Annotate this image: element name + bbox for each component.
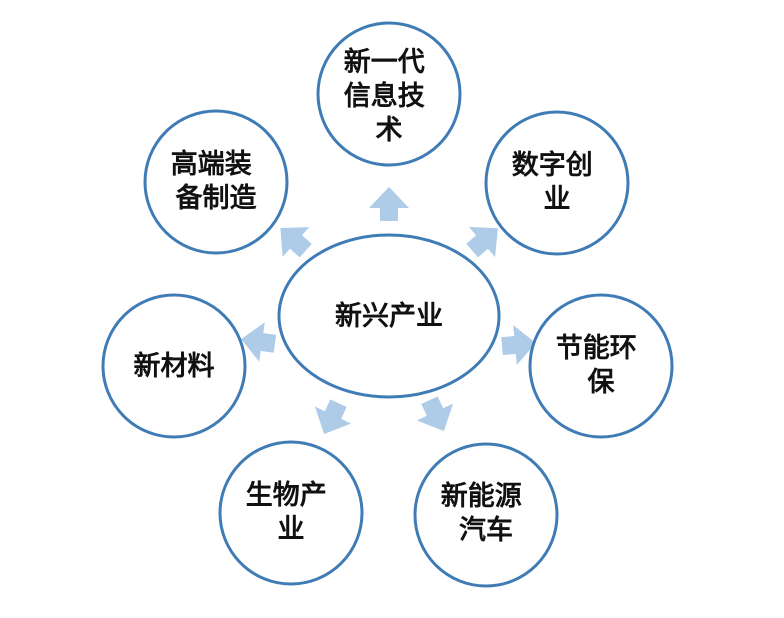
arrow-to-biotech xyxy=(314,399,352,435)
node-energy-saving-line-2: 保 xyxy=(587,367,616,398)
node-high-end-equipment: 高端装 备制造 xyxy=(143,109,289,255)
node-new-energy-vehicle: 新能源 汽车 xyxy=(413,442,559,588)
center-node: 新兴产业 xyxy=(277,233,501,399)
node-biotech: 生物产 业 xyxy=(218,440,364,586)
arrow-to-high-end-equipment xyxy=(280,227,312,258)
node-energy-saving-line-1: 节能环 xyxy=(556,332,637,364)
arrow-to-digital-creative xyxy=(466,226,498,258)
svg-text:生物产 业: 生物产 业 xyxy=(246,480,336,545)
node-biotech-line-1: 生物产 xyxy=(246,480,327,511)
svg-text:新兴产业: 新兴产业 xyxy=(335,300,443,332)
node-digital-creative-line-2: 业 xyxy=(544,184,571,215)
node-next-gen-it-line-1: 新一代 xyxy=(344,46,425,78)
node-digital-creative-line-1: 数字创 xyxy=(512,149,593,181)
center-node-label: 新兴产业 xyxy=(335,300,443,332)
arrow-to-new-materials xyxy=(241,322,277,362)
svg-text:高端装 备制造: 高端装 备制造 xyxy=(171,148,261,214)
arrow-to-energy-saving xyxy=(501,325,536,365)
arrow-to-next-gen-it xyxy=(369,187,409,221)
arrows xyxy=(241,187,536,435)
node-new-energy-vehicle-line-1: 新能源 xyxy=(441,480,522,512)
node-next-gen-it: 新一代 信息技 术 xyxy=(316,21,462,167)
node-new-materials: 新材料 xyxy=(101,293,247,439)
arrow-to-new-energy-vehicle xyxy=(416,396,454,432)
svg-text:新能源 汽车: 新能源 汽车 xyxy=(441,480,531,546)
svg-text:数字创 业: 数字创 业 xyxy=(512,149,602,215)
node-next-gen-it-line-2: 信息技 xyxy=(344,80,425,112)
node-biotech-line-2: 业 xyxy=(278,514,305,545)
svg-text:新材料: 新材料 xyxy=(134,350,215,382)
svg-text:新一代 信息技 术: 新一代 信息技 术 xyxy=(344,46,434,146)
node-new-energy-vehicle-line-2: 汽车 xyxy=(459,514,513,546)
node-next-gen-it-line-3: 术 xyxy=(376,115,403,146)
svg-text:节能环 保: 节能环 保 xyxy=(556,332,646,398)
node-high-end-equipment-line-2: 备制造 xyxy=(175,183,257,214)
node-high-end-equipment-line-1: 高端装 xyxy=(171,148,252,180)
node-digital-creative: 数字创 业 xyxy=(484,110,630,256)
node-energy-saving: 节能环 保 xyxy=(528,293,674,439)
node-new-materials-line-1: 新材料 xyxy=(134,350,215,382)
